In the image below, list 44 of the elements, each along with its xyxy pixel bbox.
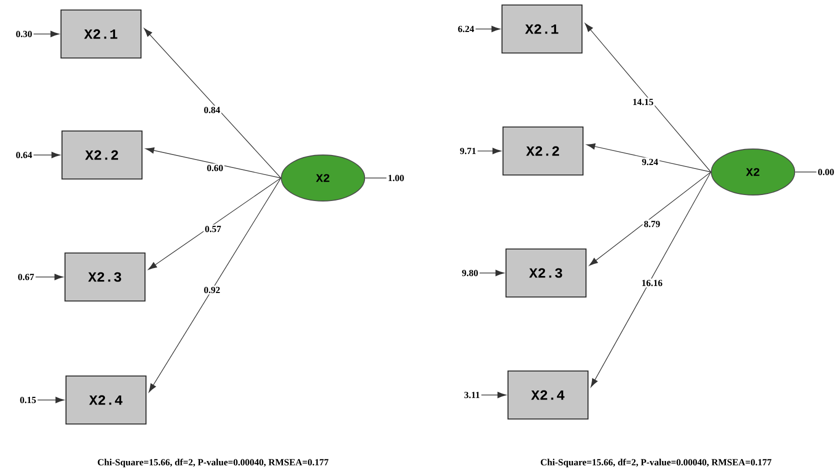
- value-text: 6.24: [458, 26, 474, 32]
- arrow: [475, 26, 500, 32]
- value-text: 0.30: [16, 30, 32, 38]
- indicator-box: X2.3: [505, 248, 587, 298]
- indicator-box: X2.2: [502, 126, 584, 176]
- value-text: 0.15: [20, 396, 36, 404]
- arrow: [589, 172, 712, 266]
- indicator-box: X2.1: [60, 9, 142, 59]
- edge-label: 8.79: [642, 220, 662, 228]
- arrow: [584, 23, 712, 172]
- value-text: 9.71: [460, 148, 476, 154]
- arrow: [35, 274, 64, 280]
- fit-statistics: Chi-Square=15.66, df=2, P-value=0.00040, RMSEA=0.177: [98, 458, 328, 468]
- arrow: [479, 270, 504, 276]
- value-text: 0.64: [16, 152, 32, 158]
- edge-label: 14.15: [631, 98, 655, 106]
- value-text: 3.11: [464, 392, 480, 398]
- value-text: 0.00: [818, 168, 834, 176]
- arrow: [481, 392, 506, 398]
- arrow: [148, 178, 282, 392]
- edge-label: 0.92: [202, 286, 222, 294]
- arrow: [477, 148, 502, 154]
- edge-label: 16.16: [640, 278, 664, 288]
- arrow: [144, 28, 282, 178]
- edge-label: 9.24: [640, 158, 660, 166]
- indicator-box: X2.1: [501, 4, 583, 54]
- arrow: [148, 178, 282, 270]
- arrow: [37, 396, 64, 404]
- value-text: 1.00: [388, 174, 404, 182]
- indicator-box: X2.4: [507, 370, 589, 420]
- arrow: [33, 30, 60, 38]
- edge-label: 0.84: [202, 106, 222, 114]
- fit-statistics: Chi-Square=15.66, df=2, P-value=0.00040, RMSEA=0.177: [540, 458, 772, 468]
- value-text: 0.67: [18, 274, 34, 280]
- arrow: [590, 172, 712, 388]
- edge-label: 0.57: [204, 224, 222, 234]
- arrow: [586, 143, 712, 172]
- indicator-box: X2.3: [64, 252, 146, 302]
- edge-label: 0.60: [206, 164, 224, 172]
- indicator-box: X2.2: [61, 130, 143, 180]
- arrow: [33, 152, 60, 158]
- indicator-box: X2.4: [65, 375, 147, 425]
- value-text: 9.80: [462, 270, 478, 276]
- arrow: [145, 147, 282, 178]
